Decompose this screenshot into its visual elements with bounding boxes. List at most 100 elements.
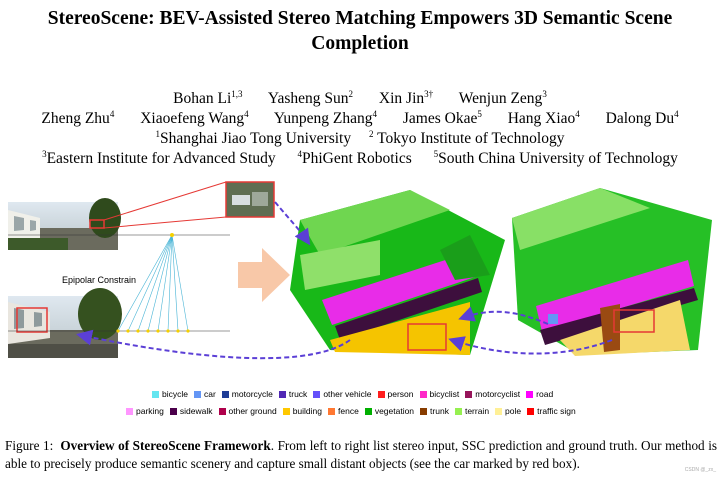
affiliation: Shanghai Jiao Tong University [160, 130, 351, 147]
legend-item: truck [279, 389, 307, 399]
ssc-prediction [290, 190, 505, 355]
title-line-1: StereoScene: BEV-Assisted Stereo Matchin… [0, 6, 720, 31]
legend-item: motorcyclist [465, 389, 520, 399]
legend-label: truck [289, 389, 307, 399]
legend-swatch [465, 391, 472, 398]
legend-item: road [526, 389, 553, 399]
legend-item: vegetation [365, 406, 414, 416]
ssc-ground-truth [512, 188, 712, 356]
legend-label: traffic sign [537, 406, 576, 416]
legend-item: person [378, 389, 414, 399]
epipolar-point [170, 233, 174, 237]
author-sup: 4 [110, 109, 115, 119]
affiliation: South China University of Technology [438, 150, 678, 167]
affiliation: Tokyo Institute of Technology [377, 130, 564, 147]
legend-swatch [126, 408, 133, 415]
legend-label: parking [136, 406, 164, 416]
author: Yunpeng Zhang [274, 110, 373, 127]
stereo-input-top [8, 198, 121, 250]
legend-label: fence [338, 406, 359, 416]
legend-swatch [170, 408, 177, 415]
legend-label: road [536, 389, 553, 399]
legend-item: traffic sign [527, 406, 576, 416]
affiliation: Eastern Institute for Advanced Study [47, 150, 276, 167]
flow-arrow [238, 248, 290, 302]
legend-label: vegetation [375, 406, 414, 416]
author-line-2: Zheng Zhu4 Xiaoefeng Wang4 Yunpeng Zhang… [0, 109, 720, 129]
legend-swatch [219, 408, 226, 415]
legend-item: trunk [420, 406, 449, 416]
caption-prefix: Figure 1: [5, 438, 53, 453]
author-sup: 1,3 [231, 89, 242, 99]
author-sup: 2 [349, 89, 354, 99]
author: Xin Jin [379, 90, 424, 107]
legend-swatch [378, 391, 385, 398]
legend-swatch [283, 408, 290, 415]
legend-swatch [313, 391, 320, 398]
title-line-2: Completion [0, 31, 720, 56]
legend-label: bicyclist [430, 389, 460, 399]
legend-label: bicycle [162, 389, 188, 399]
legend-item: motorcycle [222, 389, 273, 399]
caption-bold: Overview of StereoScene Framework [60, 438, 270, 453]
author: Zheng Zhu [41, 110, 109, 127]
author-sup: 5 [477, 109, 482, 119]
figure-caption: Figure 1: Overview of StereoScene Framew… [5, 437, 717, 473]
dashed-arrow-bottom-left [80, 335, 350, 358]
author-sup: 4 [674, 109, 679, 119]
legend-item: pole [495, 406, 521, 416]
legend-swatch [420, 408, 427, 415]
author-sup: 3 [542, 89, 547, 99]
epipolar-label: Epipolar Constrain [62, 275, 136, 285]
legend-swatch [527, 408, 534, 415]
legend-label: motorcyclist [475, 389, 520, 399]
legend-item: building [283, 406, 322, 416]
legend-label: trunk [430, 406, 449, 416]
legend-swatch [526, 391, 533, 398]
author: Dalong Du [606, 110, 674, 127]
legend-row-1: bicycle car motorcycle truck other vehic… [152, 389, 553, 399]
author-line-1: Bohan Li1,3 Yasheng Sun2 Xin Jin3† Wenju… [0, 89, 720, 109]
author-sup: 3† [424, 89, 433, 99]
author-sup: 4 [575, 109, 580, 119]
author-block: Bohan Li1,3 Yasheng Sun2 Xin Jin3† Wenju… [0, 89, 720, 169]
legend-swatch [328, 408, 335, 415]
author: Xiaoefeng Wang [140, 110, 244, 127]
legend-item: sidewalk [170, 406, 213, 416]
legend-item: bicycle [152, 389, 188, 399]
legend-label: other vehicle [323, 389, 371, 399]
author: James Okae [403, 110, 477, 127]
author: Wenjun Zeng [459, 90, 543, 107]
affiliation-line-1: 1Shanghai Jiao Tong University 2 Tokyo I… [0, 129, 720, 149]
legend-item: car [194, 389, 216, 399]
legend-label: motorcycle [232, 389, 273, 399]
affiliation: PhiGent Robotics [302, 150, 412, 167]
legend-swatch [455, 408, 462, 415]
legend-label: car [204, 389, 216, 399]
legend-item: parking [126, 406, 164, 416]
figure-svg: Epipolar Constrain [0, 180, 720, 392]
legend-swatch [495, 408, 502, 415]
affiliation-line-2: 3Eastern Institute for Advanced Study 4P… [0, 149, 720, 169]
legend-label: sidewalk [180, 406, 213, 416]
legend-swatch [420, 391, 427, 398]
legend-item: fence [328, 406, 359, 416]
legend-label: building [293, 406, 322, 416]
legend-swatch [194, 391, 201, 398]
author: Bohan Li [173, 90, 231, 107]
legend-item: bicyclist [420, 389, 460, 399]
legend-label: person [388, 389, 414, 399]
legend-swatch [365, 408, 372, 415]
paper-title: StereoScene: BEV-Assisted Stereo Matchin… [0, 6, 720, 56]
legend-item: other ground [219, 406, 277, 416]
author-sup: 4 [244, 109, 249, 119]
zoom-crop [104, 182, 274, 228]
stereo-input-bottom [8, 288, 122, 358]
author: Yasheng Sun [268, 90, 349, 107]
author-sup: 4 [373, 109, 378, 119]
overview-figure: Epipolar Constrain [0, 180, 720, 392]
legend-row-2: parking sidewalk other ground building f… [126, 406, 576, 416]
legend-label: pole [505, 406, 521, 416]
legend-item: other vehicle [313, 389, 371, 399]
legend-label: terrain [465, 406, 489, 416]
